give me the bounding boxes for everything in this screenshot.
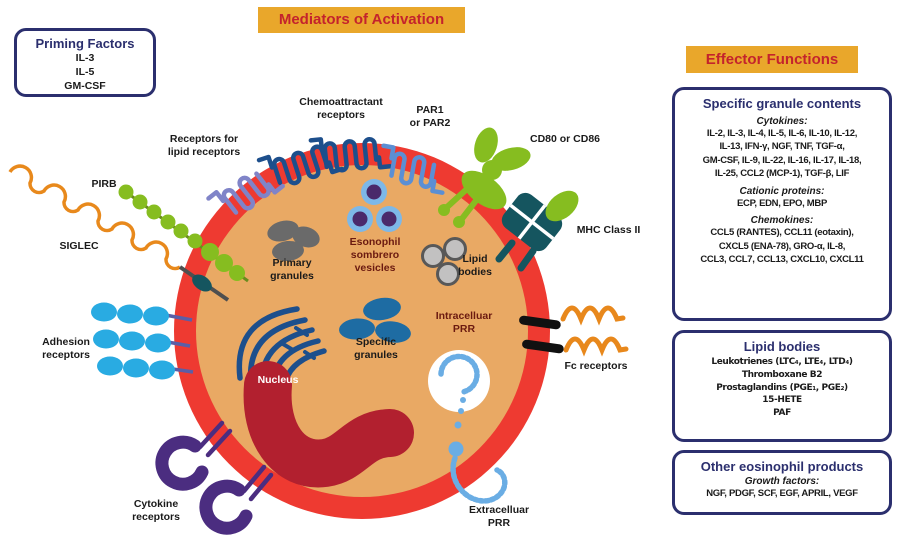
specific-granules-label: Specific granules xyxy=(354,336,398,362)
growth-factors-list: NGF, PDGF, SCF, EGF, APRIL, VEGF xyxy=(706,488,858,499)
primary-granules-label: Primary granules xyxy=(270,257,314,283)
lipid-bodies-label: Lipid bodies xyxy=(458,253,492,279)
adhesion-receptors-icon xyxy=(91,302,194,380)
mediators-title: Mediators of Activation xyxy=(258,7,465,33)
chemoattractant-receptors-icon xyxy=(256,137,393,186)
cytokines-label: Cytokines: xyxy=(756,116,808,127)
pirb-label: PIRB xyxy=(91,178,117,190)
effector-title: Effector Functions xyxy=(686,46,858,73)
granule-box-heading: Specific granule contents xyxy=(702,96,862,111)
cd80-cd86-icon xyxy=(438,127,531,228)
intracellular-prr-icon xyxy=(428,350,490,429)
lipid-bodies-box: Lipid bodies Leukotrienes (LTC₄, LTE₄, L… xyxy=(672,330,892,442)
lipid-box-heading: Lipid bodies xyxy=(743,339,821,354)
mhc-label: MHC Class II xyxy=(576,224,641,236)
par-label: PAR1 or PAR2 xyxy=(409,104,451,130)
cd80-label: CD80 or CD86 xyxy=(529,133,601,145)
specific-granules-icon xyxy=(339,297,411,343)
fc-receptors-icon xyxy=(519,305,629,357)
chemokines-list: CCL5 (RANTES), CCL11 (eotaxin), CXCL5 (E… xyxy=(700,227,864,266)
siglec-receptor-icon xyxy=(8,164,230,302)
cytokine-receptors-icon xyxy=(155,420,274,535)
specific-granule-contents-box: Specific granule contents Cytokines: IL-… xyxy=(672,87,892,321)
fc-receptors-label: Fc receptors xyxy=(564,360,628,372)
primary-granules-icon xyxy=(267,220,320,262)
cationic-proteins-label: Cationic proteins: xyxy=(739,185,825,197)
other-products-box: Other eosinophil products Growth factors… xyxy=(672,450,892,515)
cytokine-receptors-label: Cytokine receptors xyxy=(132,498,180,524)
lipid-receptor-icon xyxy=(206,171,285,215)
cytokines-list: IL-2, IL-3, IL-4, IL-5, IL-6, IL-10, IL-… xyxy=(702,128,862,180)
chemoattractant-label: Chemoattractant receptors xyxy=(299,96,383,122)
priming-factors-heading: Priming Factors xyxy=(35,36,135,51)
other-box-heading: Other eosinophil products xyxy=(700,459,864,474)
priming-factors-box: Priming Factors IL-3 IL-5 GM-CSF xyxy=(14,28,156,97)
nucleus-shape xyxy=(243,361,414,488)
siglec-label: SIGLEC xyxy=(59,240,99,252)
lipid-box-items: Leukotrienes (LTC₄, LTE₄, LTD₄) Thrombox… xyxy=(711,357,853,419)
sombrero-label: Esonophil sombrero vesicles xyxy=(349,236,401,275)
chemokines-label: Chemokines: xyxy=(750,215,814,227)
pirb-receptor-icon xyxy=(118,184,249,283)
nucleus-label: Nucleus xyxy=(257,374,299,386)
cationic-proteins-list: ECP, EDN, EPO, MBP xyxy=(737,197,827,209)
extracellular-prr-icon xyxy=(448,441,508,504)
adhesion-label: Adhesion receptors xyxy=(42,336,90,362)
mhc-class2-icon xyxy=(495,190,579,272)
intracellular-prr-label: Intracelluar PRR xyxy=(435,310,493,336)
par-receptor-icon xyxy=(381,143,445,195)
sombrero-vesicles-icon xyxy=(347,179,402,232)
priming-factors-items: IL-3 IL-5 GM-CSF xyxy=(64,52,106,93)
growth-factors-label: Growth factors: xyxy=(744,476,820,487)
lipid-receptors-label: Receptors for lipid receptors xyxy=(167,133,241,159)
lipid-bodies-icon xyxy=(421,237,467,286)
extracellular-prr-label: Extracelluar PRR xyxy=(468,504,530,530)
